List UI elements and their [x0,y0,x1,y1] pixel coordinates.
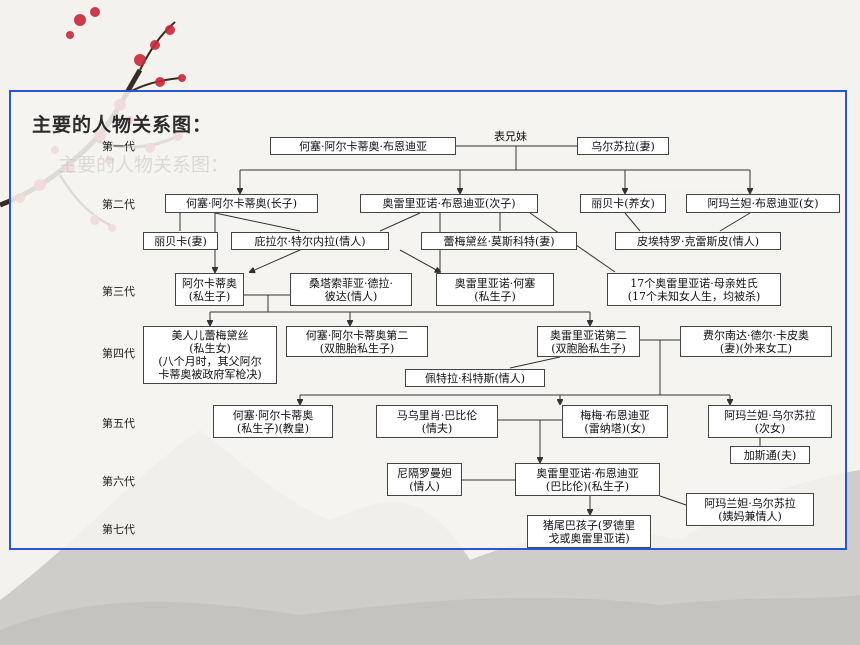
node-amaranta-buendia: 阿玛兰妲·布恩迪亚(女) [686,194,840,213]
node-aureliano-segundo: 奥雷里亚诺第二(双胞胎私生子) [537,326,640,357]
generation-6-label: 第六代 [102,475,135,488]
generation-5-label: 第五代 [102,417,135,430]
node-aureliano-babilonia: 奥雷里亚诺·布恩迪亚(巴比伦)(私生子) [515,463,660,496]
node-arcadio: 阿尔卡蒂奥(私生子) [175,273,244,306]
node-rebeca-adopted: 丽贝卡(养女) [580,194,666,213]
node-pietro-crespi: 皮埃特罗·克雷斯皮(情人) [615,232,781,250]
node-petra-cotes: 佩特拉·科特斯(情人) [405,369,545,387]
node-pilar-ternera: 庇拉尔·特尔内拉(情人) [231,232,389,250]
node-rebeca-wife: 丽贝卡(妻) [143,232,218,250]
page-title: 主要的人物关系图： [32,114,213,136]
node-remedios-the-beauty: 美人儿蕾梅黛丝(私生女)(八个月时，其父阿尔卡蒂奥被政府军枪决) [143,326,277,384]
node-seventeen-aurelianos: 17个奥雷里亚诺·母亲姓氏(17个未知女人生，均被杀) [607,273,781,306]
generation-4-label: 第四代 [102,347,135,360]
node-remedios-moscote: 蕾梅黛丝·莫斯科特(妻) [421,232,577,250]
node-santa-sofia-de-la-piedad: 桑塔索菲亚·德拉·彼达(情人) [290,273,412,306]
cousin-relation-label: 表兄妹 [494,130,527,143]
node-fernanda-del-carpio: 费尔南达·德尔·卡皮奥(妻)(外来女工) [680,326,832,357]
node-amaranta-ursula: 阿玛兰妲·乌尔苏拉(次女) [708,405,832,438]
node-amaranta-ursula-aunt: 阿玛兰妲·乌尔苏拉(姨妈兼情人) [686,493,814,526]
generation-3-label: 第三代 [102,285,135,298]
node-gaston: 加斯通(夫) [730,446,810,464]
node-meme-buendia: 梅梅·布恩迪亚(雷纳塔)(女) [562,405,668,438]
node-mauricio-babilonia: 马乌里肖·巴比伦(情夫) [376,405,498,438]
node-aureliano-jose: 奥雷里亚诺·何塞(私生子) [436,273,554,306]
node-jose-arcadio-elder: 何塞·阿尔卡蒂奥(长子) [165,194,318,213]
node-jose-arcadio-pope: 何塞·阿尔卡蒂奥(私生子)(教皇) [213,405,333,438]
node-jose-arcadio-segundo: 何塞·阿尔卡蒂奥第二(双胞胎私生子) [286,326,428,357]
node-nigromanta: 尼隔罗曼妲(情人) [387,463,462,496]
node-aureliano-buendia-second-son: 奥雷里亚诺·布恩迪亚(次子) [360,194,538,213]
generation-1-label: 第一代 [102,140,135,153]
generation-7-label: 第七代 [102,523,135,536]
heading-shadow: 主要的人物关系图： [58,154,230,176]
generation-2-label: 第二代 [102,198,135,211]
node-pig-tail-child: 猪尾巴孩子(罗德里戈或奥雷里亚诺) [527,515,651,548]
node-jose-arcadio-buendia: 何塞·阿尔卡蒂奥·布恩迪亚 [270,137,456,155]
node-ursula: 乌尔苏拉(妻) [577,137,669,155]
